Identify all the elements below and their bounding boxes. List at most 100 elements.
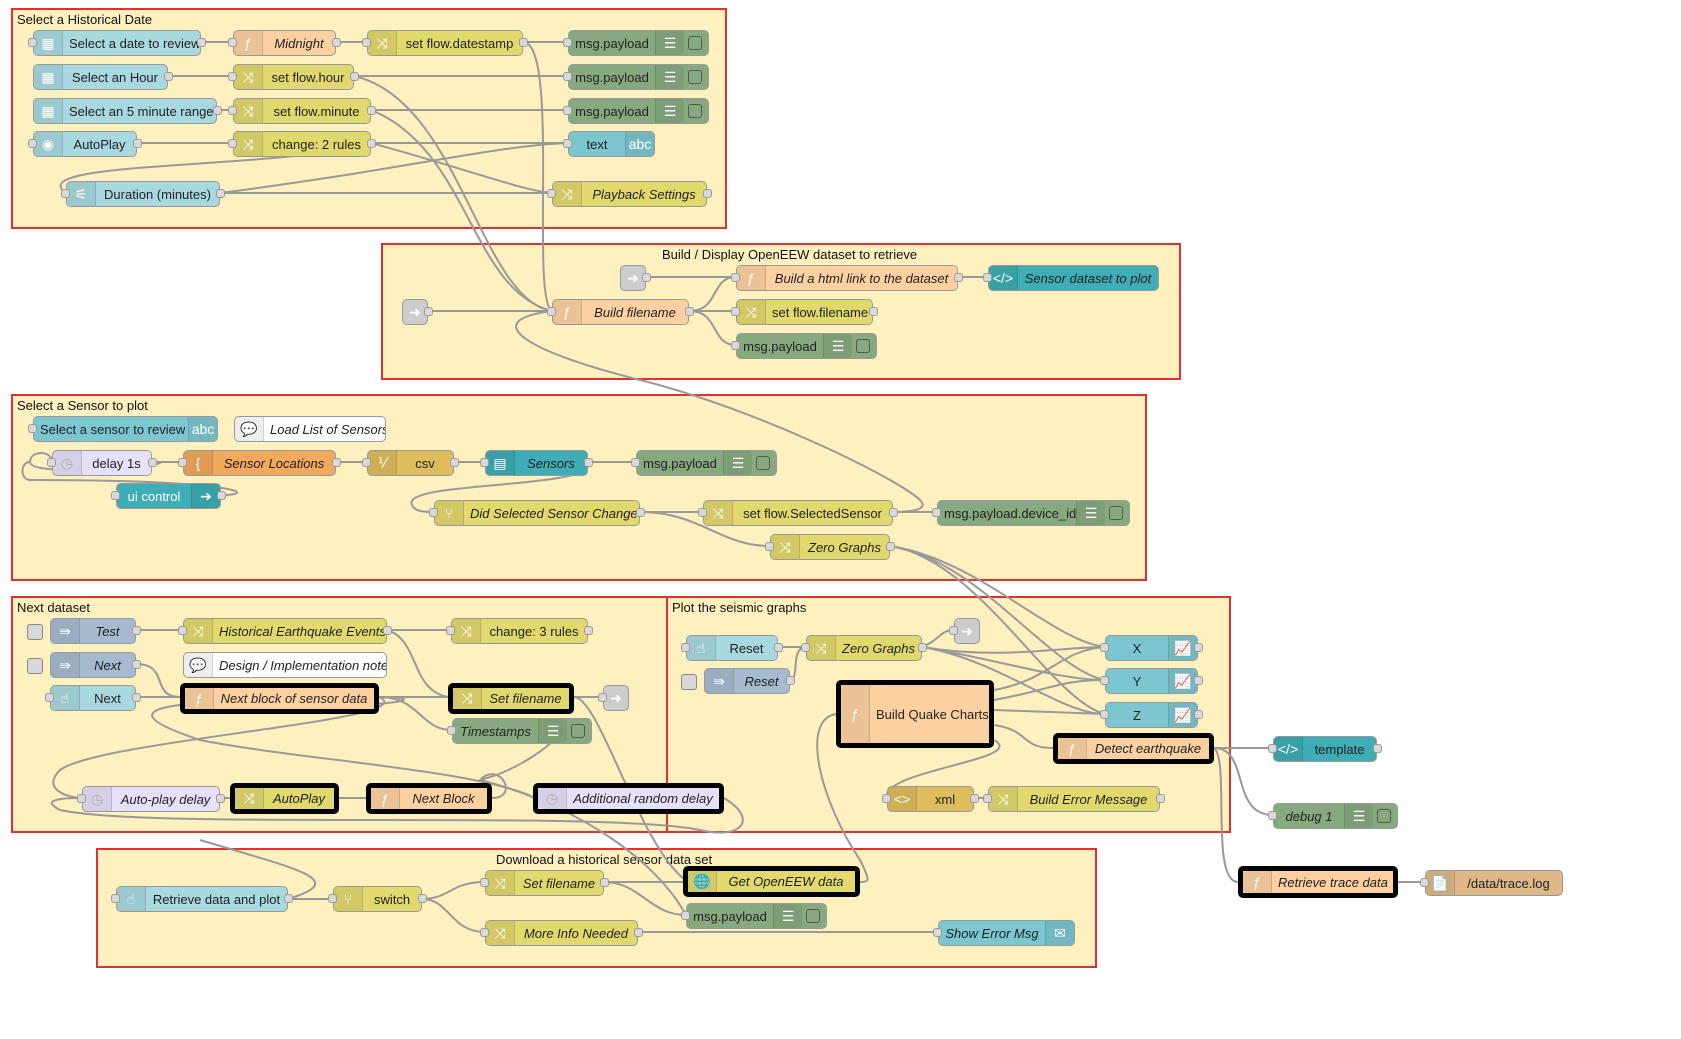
input-port[interactable] <box>731 307 740 316</box>
output-port[interactable] <box>350 72 359 81</box>
output-port[interactable] <box>217 491 226 500</box>
output-port[interactable] <box>332 458 341 467</box>
change-node[interactable]: ⤨ Zero Graphs <box>801 635 927 661</box>
dashboard-button-node[interactable]: ☝ Next <box>45 685 141 711</box>
output-port[interactable] <box>954 273 963 282</box>
delay-node[interactable]: ◷ Auto-play delay <box>77 786 225 812</box>
input-port[interactable] <box>480 928 489 937</box>
input-port[interactable] <box>228 38 237 47</box>
input-port[interactable] <box>480 878 489 887</box>
change-node[interactable]: ⤨ More Info Needed <box>480 920 643 946</box>
input-port[interactable] <box>563 38 572 47</box>
inject-node[interactable]: ⇛ Test <box>27 618 141 644</box>
change-node[interactable]: ⤨ set flow.SelectedSensor <box>698 500 898 526</box>
csv-node[interactable]: ⅟ csv <box>362 450 459 476</box>
output-port[interactable] <box>132 626 141 635</box>
switch-node[interactable]: ⑂ Did Selected Sensor Change <box>429 500 645 526</box>
dashboard-hour-node[interactable]: ▦ Select an Hour <box>33 64 173 90</box>
function-node-highlighted[interactable]: ƒ Next block of sensor data <box>180 683 379 714</box>
input-port[interactable] <box>28 38 37 47</box>
change-node[interactable]: ⤨ set flow.datestamp <box>362 30 528 56</box>
input-port[interactable] <box>563 139 572 148</box>
dashboard-button-node[interactable]: ☝ Reset <box>681 635 783 661</box>
ui-control-node[interactable]: ui control ➔ <box>111 483 226 509</box>
notification-node[interactable]: Show Error Msg ✉ <box>933 920 1075 946</box>
output-port[interactable] <box>450 458 459 467</box>
input-port[interactable] <box>77 794 86 803</box>
input-port[interactable] <box>983 273 992 282</box>
input-port[interactable] <box>731 341 740 350</box>
switch-node[interactable]: ⑂ switch <box>328 886 427 912</box>
inject-button[interactable] <box>27 624 43 640</box>
output-port[interactable] <box>213 106 222 115</box>
input-port[interactable] <box>362 38 371 47</box>
change-node[interactable]: ⤨ set flow.hour <box>228 64 359 90</box>
input-port[interactable] <box>178 458 187 467</box>
dashboard-text-node[interactable]: Select a sensor to review abc <box>28 416 218 442</box>
dashboard-switch-node[interactable]: ◉ AutoPlay <box>28 131 142 157</box>
input-port[interactable] <box>429 508 438 517</box>
output-port[interactable] <box>383 626 392 635</box>
file-node[interactable]: 📄 /data/trace.log <box>1420 870 1563 896</box>
input-port[interactable] <box>563 106 572 115</box>
delay-node[interactable]: ◷ delay 1s <box>47 450 157 476</box>
dashboard-text-node[interactable]: text abc <box>563 131 655 157</box>
template-node[interactable]: { Sensor Locations <box>178 450 341 476</box>
input-port[interactable] <box>983 794 992 803</box>
output-port[interactable] <box>685 307 694 316</box>
inject-button[interactable] <box>681 674 697 690</box>
debug-node[interactable]: msg.payload ☰ <box>563 64 709 90</box>
output-port[interactable] <box>634 928 643 937</box>
comment-node[interactable]: 💬 Load List of Sensors <box>234 416 386 442</box>
function-node[interactable]: ƒ Build a html link to the dataset <box>731 265 963 291</box>
debug-toggle-button[interactable] <box>688 36 702 50</box>
output-port[interactable] <box>216 794 225 803</box>
dashboard-template-node[interactable]: </> template <box>1268 736 1382 762</box>
dashboard-table-node[interactable]: ▤ Sensors <box>480 450 593 476</box>
link-out-node[interactable]: ➜ <box>949 618 980 644</box>
output-port[interactable] <box>519 38 528 47</box>
input-port[interactable] <box>698 508 707 517</box>
debug-toggle-button[interactable] <box>756 456 770 470</box>
change-node[interactable]: ⤨ Build Error Message <box>983 786 1165 812</box>
debug-node[interactable]: Timestamps ☰ <box>447 718 592 744</box>
change-node[interactable]: ⤨ change: 3 rules <box>446 618 593 644</box>
debug-toggle-button[interactable] <box>688 70 702 84</box>
input-port[interactable] <box>61 189 70 198</box>
output-port[interactable] <box>889 508 898 517</box>
output-port[interactable] <box>367 139 376 148</box>
debug-node[interactable]: msg.payload ☰ <box>563 98 709 124</box>
link-out-node[interactable]: ➜ <box>598 685 629 711</box>
input-port[interactable] <box>228 139 237 148</box>
dashboard-button-node[interactable]: ☝ Retrieve data and plot <box>111 886 293 912</box>
dashboard-slider-node[interactable]: ⚟ Duration (minutes) <box>61 181 225 207</box>
input-port[interactable] <box>681 911 690 920</box>
output-port[interactable] <box>1373 744 1382 753</box>
debug-node[interactable]: msg.payload.device_id ☰ <box>932 500 1130 526</box>
debug-node[interactable]: debug 1 ☰ <box>1268 803 1398 829</box>
input-port[interactable] <box>547 307 556 316</box>
input-port[interactable] <box>45 693 54 702</box>
output-port[interactable] <box>148 458 157 467</box>
change-node-highlighted[interactable]: ⤨ AutoPlay <box>230 783 339 814</box>
input-port[interactable] <box>1100 676 1109 685</box>
output-port[interactable] <box>132 660 141 669</box>
debug-toggle-button[interactable] <box>1377 809 1391 823</box>
output-port[interactable] <box>1156 794 1165 803</box>
output-port[interactable] <box>367 106 376 115</box>
input-port[interactable] <box>1100 643 1109 652</box>
dashboard-date-node[interactable]: ▦ Select a date to review <box>28 30 206 56</box>
output-port[interactable] <box>600 878 609 887</box>
input-port[interactable] <box>731 273 740 282</box>
link-in-node[interactable]: ➜ <box>620 265 651 291</box>
output-port[interactable] <box>418 894 427 903</box>
input-port[interactable] <box>447 726 456 735</box>
debug-toggle-button[interactable] <box>688 104 702 118</box>
output-port[interactable] <box>1194 643 1203 652</box>
input-port[interactable] <box>362 458 371 467</box>
input-port[interactable] <box>1100 710 1109 719</box>
inject-node[interactable]: ⇛ Next <box>27 652 141 678</box>
output-port[interactable] <box>869 307 878 316</box>
output-port[interactable] <box>642 273 651 282</box>
